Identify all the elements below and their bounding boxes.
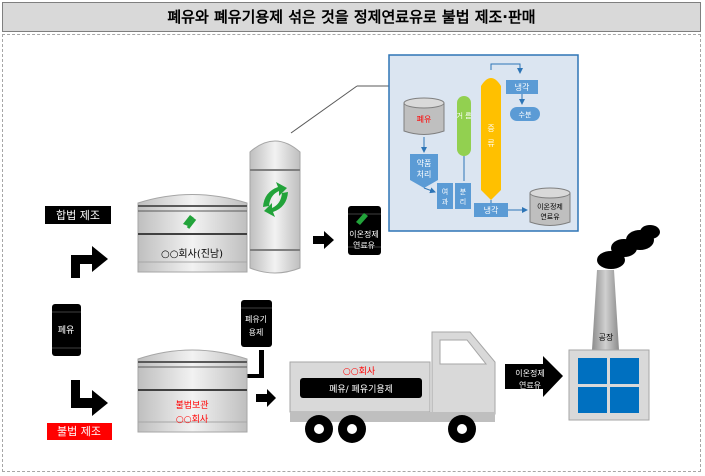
svg-text:리: 리	[460, 197, 466, 206]
svg-text:○○회사(진남): ○○회사(진남)	[161, 248, 223, 260]
arrow-to-product	[313, 231, 334, 249]
svg-text:폐유기: 폐유기	[245, 314, 267, 324]
waste-oil-vessel: 폐유	[403, 97, 445, 135]
svg-text:과: 과	[442, 197, 449, 206]
svg-text:불법 제조: 불법 제조	[57, 425, 101, 438]
svg-text:수분: 수분	[519, 111, 532, 119]
svg-text:류: 류	[487, 139, 494, 148]
truck-wheel	[338, 415, 366, 443]
svg-text:거 름: 거 름	[456, 111, 472, 120]
illegal-label: 불법 제조	[47, 423, 112, 440]
svg-text:분: 분	[460, 188, 467, 196]
recycle-icon	[183, 215, 197, 229]
svg-text:연료유: 연료유	[540, 213, 560, 221]
svg-text:○○회사: ○○회사	[176, 414, 209, 425]
svg-text:용제: 용제	[249, 328, 264, 337]
factory: 공장	[568, 270, 650, 421]
svg-text:폐유: 폐유	[58, 324, 75, 336]
truck-wheel	[305, 415, 333, 443]
cooling-top: 냉각	[506, 80, 538, 94]
chemical-treatment: 약품 처리	[410, 154, 438, 188]
legal-label: 합법 제조	[45, 206, 111, 224]
tanker-truck: ○○회사 폐유/ 폐유기용제	[289, 331, 496, 422]
flow-arrow	[423, 187, 436, 194]
svg-text:약품: 약품	[417, 158, 432, 168]
svg-text:○○회사: ○○회사	[343, 366, 376, 377]
legal-product-drum: 이온정제 연료유	[348, 206, 381, 255]
filter-unit: 거 름	[456, 96, 472, 156]
product-vessel: 이온정제 연료유	[529, 187, 571, 226]
svg-text:연료유: 연료유	[353, 241, 375, 250]
svg-text:공장: 공장	[599, 332, 614, 342]
svg-text:연료유: 연료유	[519, 381, 541, 390]
separation-unit: 여 과 분 리	[437, 183, 471, 209]
page-title: 폐유와 폐유기용제 섞은 것을 정제연료유로 불법 제조·판매	[2, 2, 701, 32]
water-output: 수분	[510, 107, 540, 121]
svg-text:냉각: 냉각	[515, 82, 530, 92]
svg-text:합법 제조: 합법 제조	[56, 209, 100, 222]
svg-text:폐유/ 폐유기용제: 폐유/ 폐유기용제	[329, 383, 393, 395]
recycle-icon	[263, 182, 288, 217]
svg-text:폐유: 폐유	[417, 114, 432, 124]
svg-text:불법보관: 불법보관	[175, 400, 208, 411]
svg-text:이온정제: 이온정제	[349, 229, 378, 239]
sale-arrow: 이온정제 연료유	[505, 356, 563, 397]
svg-text:증: 증	[487, 124, 494, 133]
distillation-column: 증 류	[481, 78, 501, 200]
svg-text:여: 여	[442, 187, 448, 196]
svg-text:이온정제: 이온정제	[537, 202, 563, 211]
callout-line	[290, 85, 358, 134]
svg-text:냉각: 냉각	[484, 205, 499, 215]
solvent-drum: 폐유기 용제	[241, 300, 272, 347]
diagram-frame	[2, 34, 701, 472]
svg-text:처리: 처리	[417, 170, 432, 179]
waste-oil-drum: 폐유	[52, 304, 81, 356]
svg-text:이온정제: 이온정제	[515, 368, 544, 378]
flow-arrow	[490, 63, 523, 74]
arrow-to-truck	[256, 389, 276, 407]
illegal-route-arrow	[71, 380, 108, 416]
cooling-bottom: 냉각	[474, 203, 508, 217]
illegal-storage-tank: 불법보관 ○○회사	[137, 349, 248, 433]
legal-route-arrow	[71, 246, 108, 278]
legal-storage-tank: ○○회사(진남)	[137, 194, 248, 273]
smoke-cloud	[597, 225, 660, 269]
truck-wheel	[448, 415, 476, 443]
